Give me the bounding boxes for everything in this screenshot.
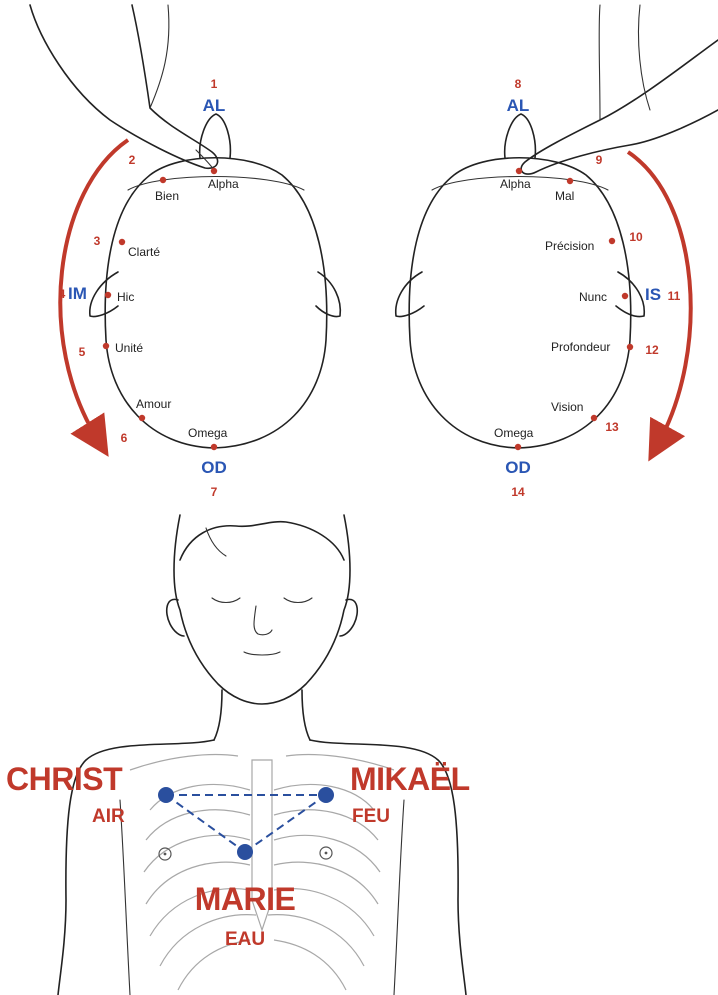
- torso-eye-left: [212, 598, 240, 603]
- right-label-precision: Précision: [545, 239, 594, 253]
- torso-neck-right: [302, 690, 310, 740]
- torso-nose: [254, 606, 272, 635]
- left-label-amour: Amour: [136, 397, 171, 411]
- torso-arm-right: [394, 800, 404, 995]
- left-head-ear-left: [90, 272, 118, 317]
- left-point-bien: [160, 177, 166, 183]
- torso-nipple-left-center: [164, 853, 167, 856]
- left-side-code: IM: [68, 284, 87, 303]
- right-label-alpha: Alpha: [500, 177, 531, 191]
- left-top-number: 1: [211, 77, 218, 91]
- left-number-6: 6: [121, 431, 128, 445]
- right-head-hand: [521, 40, 718, 174]
- triangle-line-right: [245, 795, 326, 852]
- left-point-clarte: [119, 239, 125, 245]
- right-number-10: 10: [629, 230, 643, 244]
- right-point-vision: [591, 415, 597, 421]
- left-point-hic: [105, 292, 111, 298]
- right-head-nose: [505, 114, 536, 158]
- torso-arm-left: [120, 800, 130, 995]
- right-side-code: IS: [645, 285, 661, 304]
- torso-mouth: [244, 652, 280, 655]
- left-point-amour: [139, 415, 145, 421]
- left-label-omega: Omega: [188, 426, 228, 440]
- right-label-nunc: Nunc: [579, 290, 607, 304]
- left-number-5: 5: [79, 345, 86, 359]
- left-point-alpha: [211, 168, 217, 174]
- torso-rib-right-6: [268, 915, 364, 966]
- right-point-nunc: [622, 293, 628, 299]
- right-point-alpha: [516, 168, 522, 174]
- right-number-13: 13: [605, 420, 619, 434]
- left-head-nose: [200, 114, 231, 158]
- right-label-vision: Vision: [551, 400, 583, 414]
- torso-nipple-right-center: [325, 852, 328, 855]
- point-marie: [237, 844, 253, 860]
- left-head-hand-back: [150, 5, 169, 108]
- right-bottom-code: OD: [505, 458, 531, 477]
- label-mikael: MIKAËL: [350, 761, 470, 797]
- label-feu: FEU: [352, 806, 390, 827]
- left-head-ear-right: [316, 272, 340, 317]
- right-label-profondeur: Profondeur: [551, 340, 610, 354]
- left-head-diagram: 1 AL 2 Bien Alpha 3 Clarté 4 IM Hic 5 Un…: [30, 5, 340, 499]
- right-number-9: 9: [596, 153, 603, 167]
- right-point-mal: [567, 178, 573, 184]
- right-bottom-number: 14: [511, 485, 525, 499]
- label-eau: EAU: [225, 929, 265, 950]
- left-label-hic: Hic: [117, 290, 134, 304]
- torso-clavicle-left: [130, 755, 238, 770]
- left-point-omega: [211, 444, 217, 450]
- left-bottom-code: OD: [201, 458, 227, 477]
- torso-hair: [180, 522, 344, 560]
- right-head-hand-top: [599, 5, 600, 120]
- torso-rib-left-2: [146, 810, 250, 840]
- right-point-precision: [609, 238, 615, 244]
- left-label-unite: Unité: [115, 341, 143, 355]
- torso-hair-strand: [206, 528, 226, 556]
- label-air: AIR: [92, 806, 125, 827]
- right-label-mal: Mal: [555, 189, 574, 203]
- left-bottom-number: 7: [211, 485, 218, 499]
- right-number-11: 11: [668, 289, 681, 303]
- right-head-diagram: 8 AL Alpha 9 Mal 10 Précision Nunc IS 11…: [396, 5, 718, 499]
- label-christ: CHRIST: [6, 761, 123, 797]
- left-point-unite: [103, 343, 109, 349]
- point-christ: [158, 787, 174, 803]
- torso-eye-right: [284, 598, 312, 603]
- right-top-code: AL: [507, 96, 530, 115]
- left-label-clarte: Clarté: [128, 245, 160, 259]
- left-number-2: 2: [129, 153, 136, 167]
- right-label-omega: Omega: [494, 426, 534, 440]
- left-number-4: 4: [59, 287, 66, 301]
- left-label-alpha: Alpha: [208, 177, 239, 191]
- label-marie: MARIE: [195, 881, 296, 917]
- torso-head-outline: [174, 515, 350, 704]
- right-point-omega: [515, 444, 521, 450]
- left-label-bien: Bien: [155, 189, 179, 203]
- left-number-3: 3: [94, 234, 101, 248]
- right-point-profondeur: [627, 344, 633, 350]
- torso-diagram: CHRIST AIR MIKAËL FEU MARIE EAU: [6, 515, 470, 995]
- torso-neck-left: [214, 690, 222, 740]
- right-top-number: 8: [515, 77, 522, 91]
- left-top-code: AL: [203, 96, 226, 115]
- right-number-12: 12: [645, 343, 659, 357]
- left-head-finger: [196, 150, 214, 170]
- point-mikael: [318, 787, 334, 803]
- torso-rib-right-7: [274, 940, 346, 990]
